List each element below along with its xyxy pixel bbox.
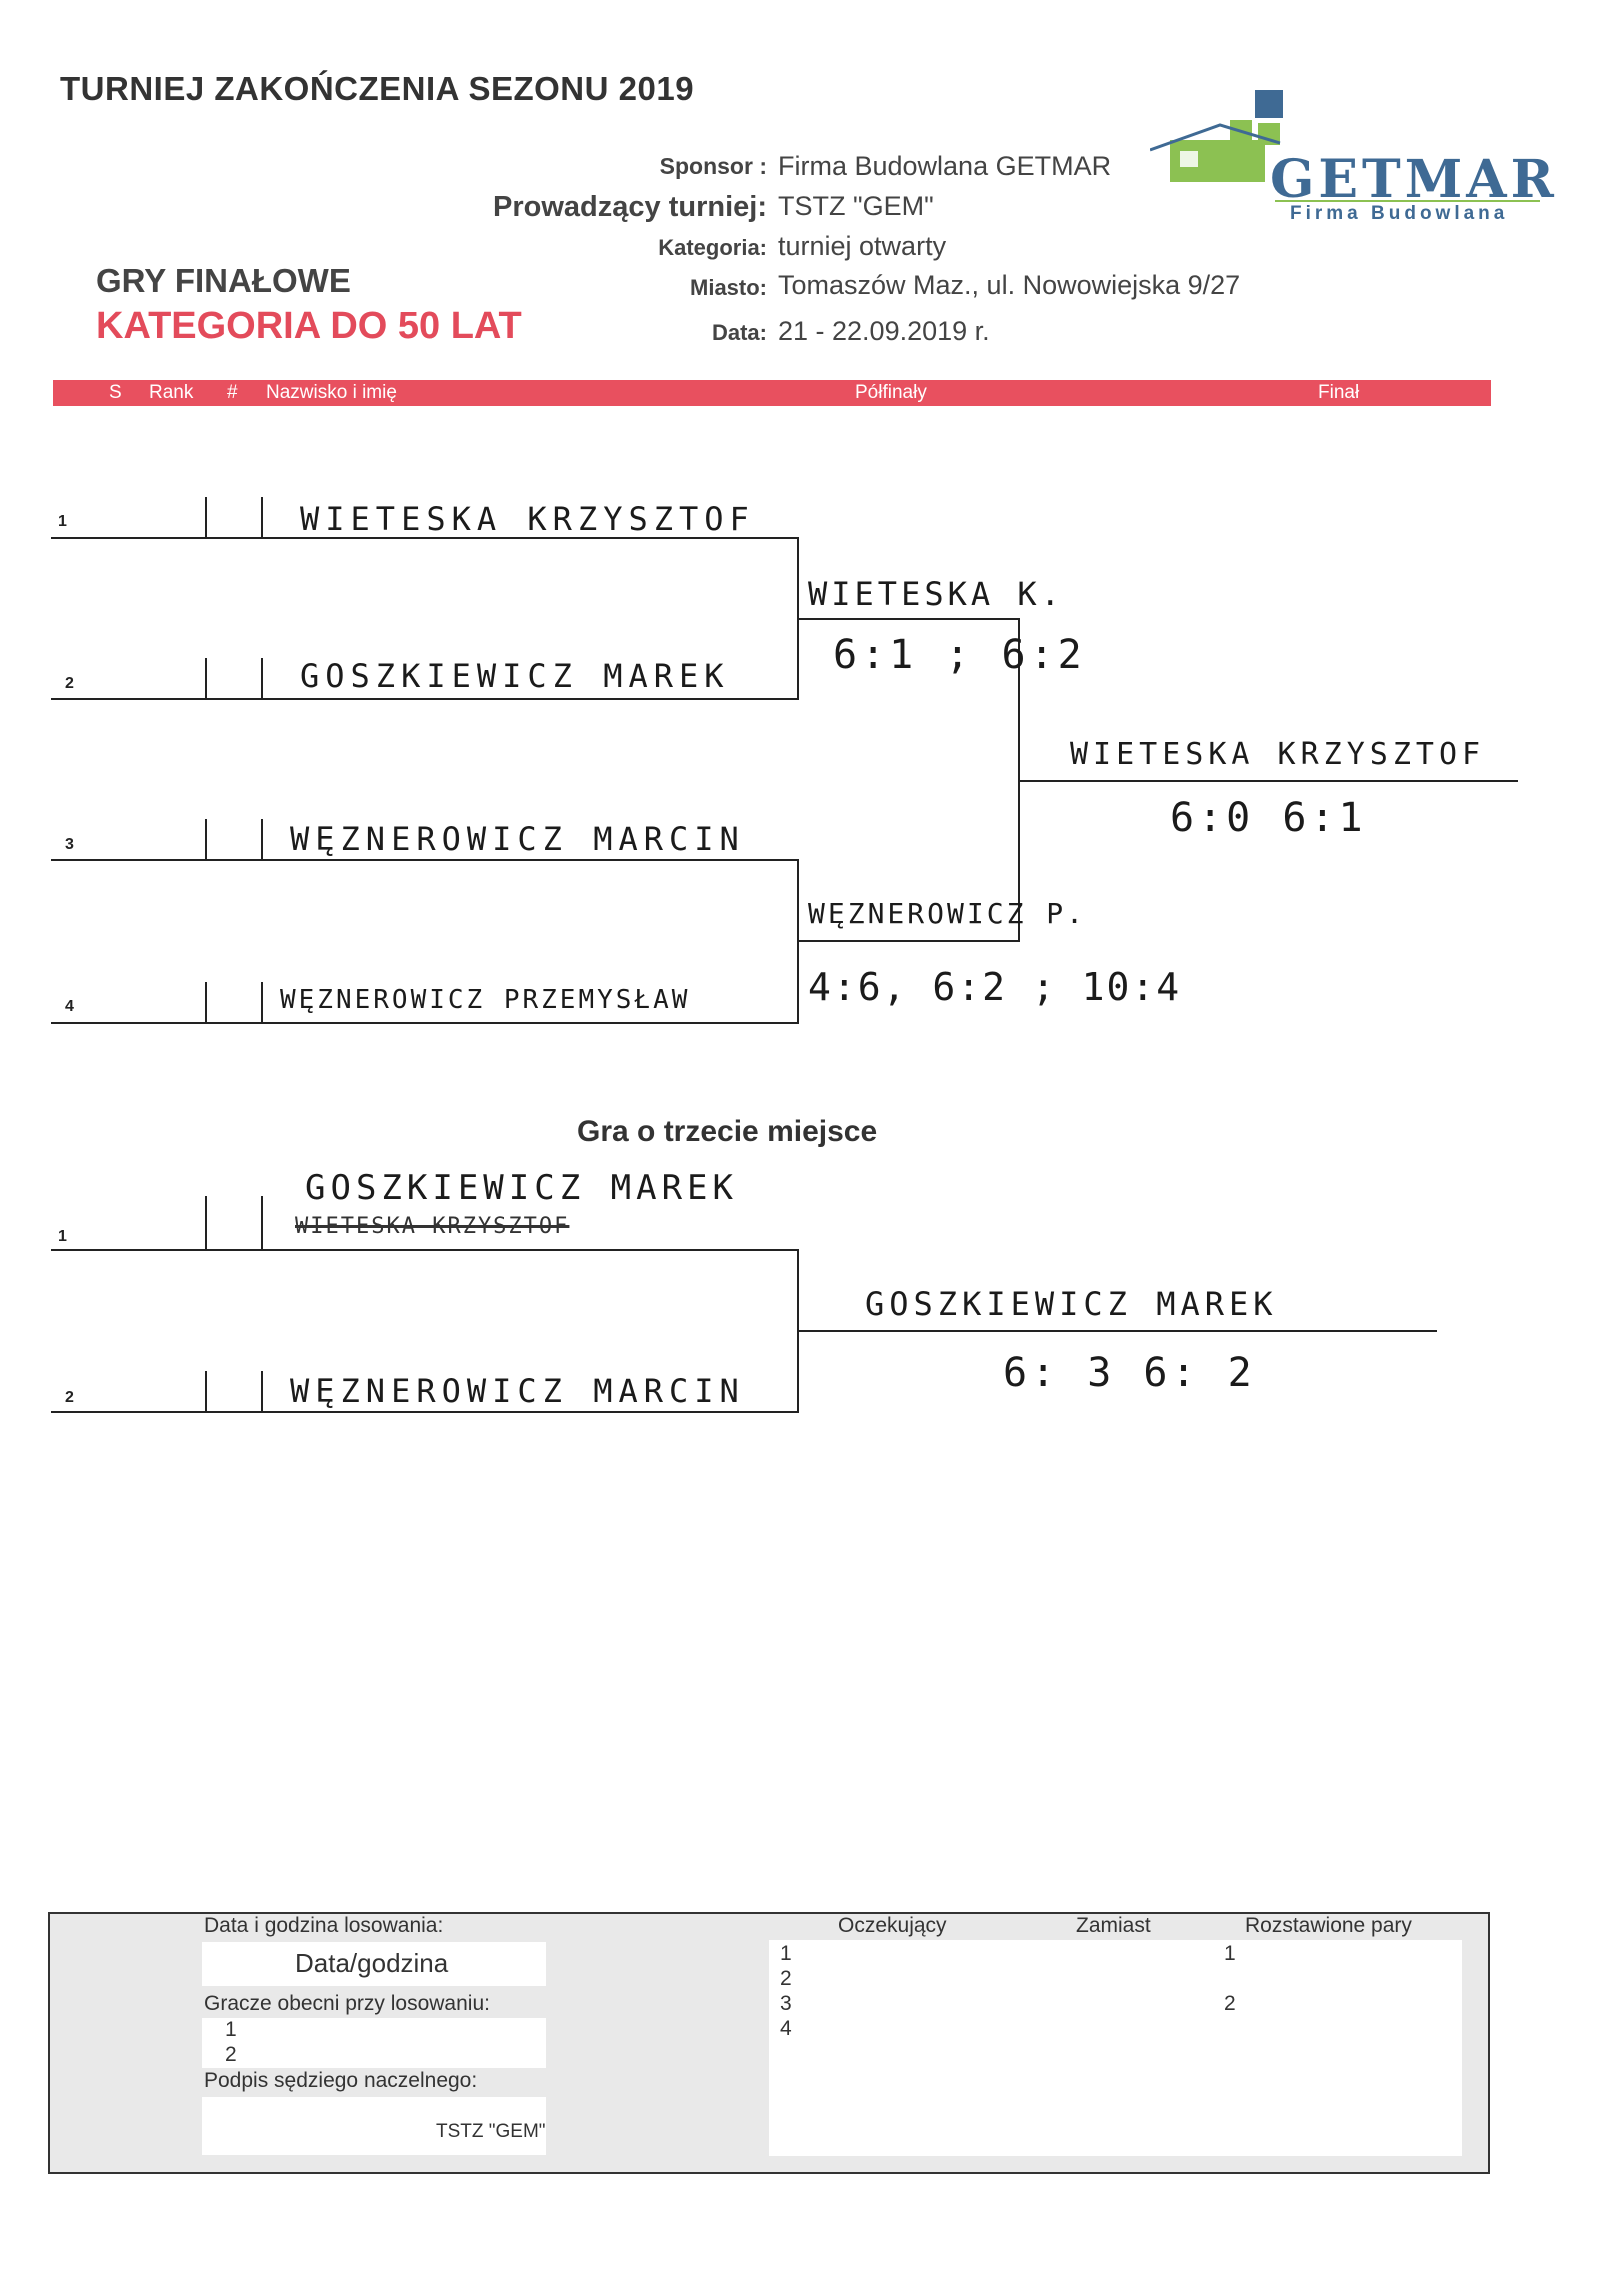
draw-label: Data i godzina losowania: [204, 1914, 444, 1937]
final-score: 6:0 6:1 [1170, 795, 1367, 841]
waiting-item: 1 [780, 1942, 792, 1965]
seeded-item: 2 [1224, 1992, 1236, 2015]
player-name: WĘZNEROWICZ MARCIN [290, 1372, 745, 1410]
sponsor-value: Firma Budowlana GETMAR [778, 151, 1112, 181]
seed-number: 4 [65, 998, 74, 1015]
signature-label: Podpis sędziego naczelnego: [204, 2069, 478, 2092]
date-label: Data: [711, 320, 767, 345]
waiting-label: Oczekujący [838, 1914, 947, 1937]
col-rank: Rank [149, 382, 194, 403]
city-value: Tomaszów Maz., ul. Nowowiejska 9/27 [778, 270, 1241, 300]
third-place-title: Gra o trzecie miejsce [577, 1115, 878, 1148]
house-logo-icon [1150, 90, 1283, 182]
player-name: WĘZNEROWICZ MARCIN [290, 820, 745, 858]
semi1-winner: WIETESKA K. [808, 575, 1064, 613]
category-label: Kategoria: [658, 235, 767, 260]
present-item: 1 [225, 2018, 237, 2041]
seed-number: 2 [65, 675, 74, 692]
date-value: 21 - 22.09.2019 r. [778, 316, 990, 346]
col-name: Nazwisko i imię [266, 382, 397, 403]
third-place-winner: GOSZKIEWICZ MAREK [865, 1285, 1278, 1323]
player-name: WĘZNEROWICZ PRZEMYSŁAW [280, 985, 691, 1015]
sponsor-label: Sponsor : [659, 153, 767, 179]
waiting-item: 4 [780, 2017, 792, 2040]
semi2-score: 4:6, 6:2 ; 10:4 [808, 965, 1182, 1009]
category-value: turniej otwarty [778, 231, 947, 261]
present-label: Gracze obecni przy losowaniu: [204, 1992, 490, 2015]
organizer-label: Prowadzący turniej: [493, 191, 767, 223]
finals-subtitle: GRY FINAŁOWE [96, 262, 351, 299]
present-item: 2 [225, 2043, 237, 2066]
col-hash: # [227, 382, 238, 403]
logo-subtitle: Firma Budowlana [1290, 203, 1509, 224]
category-subtitle: KATEGORIA DO 50 LAT [96, 305, 522, 347]
seeded-label: Rozstawione pary [1245, 1914, 1412, 1937]
semi2-winner: WĘZNEROWICZ P. [808, 897, 1087, 930]
col-semifinals: Półfinały [855, 382, 927, 403]
player-name: WIETESKA KRZYSZTOF [300, 500, 755, 538]
organizer-value: TSTZ "GEM" [778, 191, 934, 221]
document-title: TURNIEJ ZAKOŃCZENIA SEZONU 2019 [60, 70, 695, 107]
col-final: Finał [1318, 382, 1360, 403]
seed-number: 3 [65, 836, 74, 853]
seed-number: 1 [58, 513, 67, 530]
draw-info-box: Data i godzina losowania: Data/godzina G… [48, 1912, 1490, 2174]
struck-player-name: WIETESKA KRZYSZTOF [295, 1214, 570, 1239]
seed-number: 1 [58, 1228, 67, 1245]
seed-number: 2 [65, 1389, 74, 1406]
waiting-item: 3 [780, 1992, 792, 2015]
player-name: GOSZKIEWICZ MAREK [305, 1168, 738, 1208]
signature-value: TSTZ "GEM" [436, 2121, 546, 2142]
seeded-item: 1 [1224, 1942, 1236, 1965]
player-name: GOSZKIEWICZ MAREK [300, 657, 730, 695]
bracket-header-bar: S Rank # Nazwisko i imię Półfinały Finał [53, 380, 1491, 406]
waiting-item: 2 [780, 1967, 792, 1990]
draw-value: Data/godzina [295, 1948, 449, 1978]
third-place-score: 6: 3 6: 2 [1003, 1350, 1256, 1396]
final-winner: WIETESKA KRZYSZTOF [1070, 737, 1486, 772]
col-s: S [109, 382, 122, 403]
logo-wordmark: GETMAR [1270, 149, 1558, 210]
semi1-score: 6:1 ; 6:2 [833, 632, 1086, 678]
instead-label: Zamiast [1076, 1914, 1151, 1937]
city-label: Miasto: [690, 275, 767, 300]
getmar-logo: GETMAR Firma Budowlana [1150, 85, 1554, 235]
